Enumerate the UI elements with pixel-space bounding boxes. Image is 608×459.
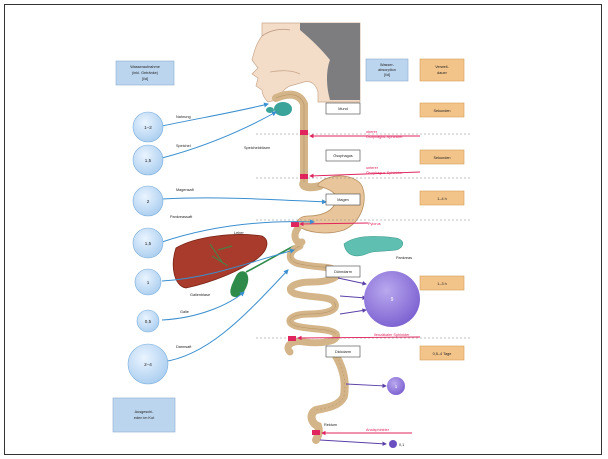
svg-text:dauer: dauer <box>437 71 447 75</box>
small-intestine-illustration <box>288 228 337 352</box>
large-intestine-tube <box>312 356 345 440</box>
input-circle-1: 1,5 <box>133 145 163 175</box>
svg-text:1–4 h: 1–4 h <box>437 197 447 201</box>
label-gallenblase: Gallenblase <box>190 293 210 297</box>
svg-text:(inkl. Getränke): (inkl. Getränke) <box>132 71 159 75</box>
svg-text:1: 1 <box>147 280 150 285</box>
feces-excretion-box: Ausgeschi- eden im Kot <box>113 398 175 432</box>
label-lower-oes-sphincter-1: unterer <box>366 166 379 170</box>
svg-text:1,5: 1,5 <box>145 241 152 246</box>
organ-label-magen: Magen <box>337 198 349 202</box>
water-intake-header-box: Wasseraufnahme (inkl. Getränke) [l/d] <box>116 61 174 85</box>
svg-text:Sekunden: Sekunden <box>433 109 450 113</box>
input-label-1: Speichel <box>176 144 191 148</box>
svg-text:1,5: 1,5 <box>145 158 152 163</box>
label-pankreas: Pankreas <box>396 256 412 260</box>
svg-text:0,5: 0,5 <box>145 319 152 324</box>
svg-text:Wasseraufnahme: Wasseraufnahme <box>130 65 160 69</box>
water-absorption-header-box: Wasser- absorption [l/d] <box>366 59 408 81</box>
input-circle-3: 1,5 <box>133 228 163 258</box>
duration-boxes: Sekunden Sekunden 1–4 h 1–3 h 0,5–4 Tage <box>420 103 464 360</box>
gallbladder-shape <box>230 271 248 297</box>
input-label-2: Magensaft <box>176 188 195 192</box>
input-circle-5: 0,5 <box>137 310 159 332</box>
input-label-0: Nahrung <box>176 115 191 119</box>
salivary-glands <box>266 102 292 116</box>
label-anal-sphincter: Analsphinkter <box>366 428 390 432</box>
duration-header-box: Verweil- dauer <box>420 59 464 81</box>
section-dividers <box>256 134 470 338</box>
small-intestine-outline <box>290 246 336 334</box>
input-circle-4: 1 <box>135 269 161 295</box>
svg-text:[l/d]: [l/d] <box>384 73 390 77</box>
input-label-5: Galle <box>180 310 189 314</box>
absorption-value-feces: 0,1 <box>399 443 404 447</box>
input-circle-0: 1–2 <box>133 112 163 142</box>
head-illustration <box>252 23 360 102</box>
organ-label-dickdarm: Dickdarm <box>335 350 351 354</box>
svg-text:Sekunden: Sekunden <box>433 156 450 160</box>
svg-text:Ausgeschi-: Ausgeschi- <box>135 410 155 414</box>
label-speicheldruesen: Speicheldrüsen <box>244 146 270 150</box>
organ-label-mund: Mund <box>338 107 348 111</box>
svg-text:2: 2 <box>147 199 150 204</box>
label-upper-oes-sphincter-2: Ösophagus-Sphinkter <box>366 135 403 139</box>
svg-text:Wasser-: Wasser- <box>380 63 395 67</box>
label-leber: Leber <box>234 231 244 235</box>
svg-text:Verweil-: Verweil- <box>435 65 449 69</box>
absorption-circle-feces <box>389 440 397 448</box>
label-ileocaecal-sphincter: Ileozäkaler Sphinkter <box>374 333 410 337</box>
label-rektum: Rektum <box>324 423 337 427</box>
svg-text:0,5–4 Tage: 0,5–4 Tage <box>433 352 452 356</box>
svg-text:1–3 h: 1–3 h <box>437 282 447 286</box>
absorption-value-small-intestine: 9 <box>391 297 394 303</box>
organ-label-duenndarm: Dünndarm <box>334 270 352 274</box>
svg-text:absorption: absorption <box>378 68 396 72</box>
input-label-6: Darmsaft <box>176 345 192 349</box>
organ-label-oesophagus: Ösophagus <box>333 154 353 158</box>
label-pylorus: Pylorus <box>368 222 381 226</box>
svg-text:eden im Kot: eden im Kot <box>134 416 155 420</box>
svg-text:[l/d]: [l/d] <box>142 77 148 81</box>
label-upper-oes-sphincter-1: oberer <box>366 130 378 134</box>
label-lower-oes-sphincter-2: Ösophagus-Sphinkter <box>366 171 403 175</box>
input-circle-2: 2 <box>133 186 163 216</box>
pancreas-shape <box>344 236 403 256</box>
input-label-3: Pankreassaft <box>170 215 193 219</box>
svg-text:2–4: 2–4 <box>144 362 152 367</box>
input-circle-6: 2–4 <box>128 344 168 384</box>
svg-text:1–2: 1–2 <box>144 125 152 130</box>
